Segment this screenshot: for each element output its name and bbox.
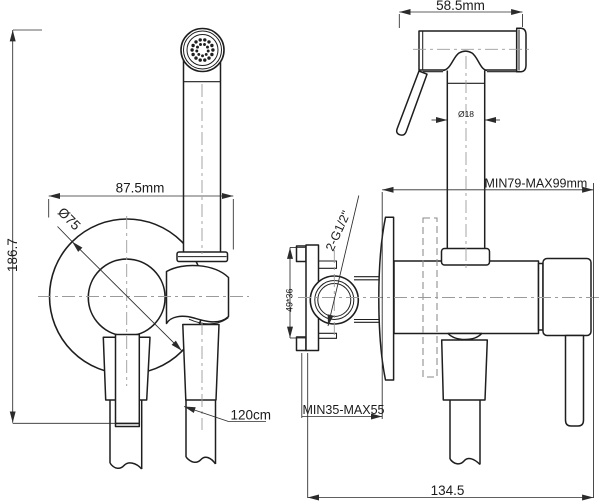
sprayer-head-side — [418, 27, 527, 73]
dim-plate-size-label: 49*36 — [285, 288, 295, 312]
valve-hose — [440, 332, 489, 466]
side-view: 58.5mm Ø18 2-G1/2" 49*36 MIN79-MAX99mm — [285, 0, 599, 501]
wand-holder — [165, 251, 230, 325]
escutcheon-disc — [378, 216, 395, 381]
dim-plate-width: 87.5mm — [48, 181, 234, 250]
dim-plate-diameter-label: Ø75 — [55, 205, 84, 234]
front-view: 186.7 87.5mm Ø75 120cm — [5, 27, 272, 470]
dim-wand-diameter-label: Ø18 — [458, 109, 474, 119]
handle-lever-side — [564, 334, 585, 427]
dim-overall-width-label: 134.5 — [431, 483, 465, 498]
dim-sprayer-width-label: 58.5mm — [436, 0, 485, 13]
dim-plate-size: 49*36 — [285, 247, 306, 339]
spray-nozzle-dots — [190, 38, 215, 62]
label-hose-length: 120cm — [183, 406, 272, 423]
dim-total-height-label: 186.7 — [5, 238, 20, 272]
dim-wand-diameter: Ø18 — [431, 109, 500, 123]
dim-plate-width-label: 87.5mm — [116, 181, 165, 196]
lever-handle-front — [114, 333, 141, 428]
wand-nut — [440, 247, 491, 266]
sprayer-hose-front — [182, 323, 220, 465]
valve-body — [393, 257, 592, 337]
label-hose-length-text: 120cm — [231, 408, 272, 423]
sprayer-head-front — [180, 27, 225, 83]
trigger-lever — [395, 70, 428, 136]
dim-wall-depth-range: MIN35-MAX55 — [301, 353, 385, 420]
dim-sprayer-width: 58.5mm — [398, 0, 523, 28]
dim-overall-width: 134.5 — [307, 353, 594, 501]
dim-wall-depth-range-label: MIN35-MAX55 — [303, 403, 385, 417]
dim-total-height: 186.7 — [5, 29, 116, 424]
label-thread-spec-text: 2-G1/2" — [323, 209, 353, 254]
dim-reach-range: MIN79-MAX99mm — [381, 177, 594, 498]
dim-reach-range-label: MIN79-MAX99mm — [485, 177, 588, 191]
inlet-pipe — [354, 276, 379, 323]
side-centerlines — [298, 48, 599, 336]
